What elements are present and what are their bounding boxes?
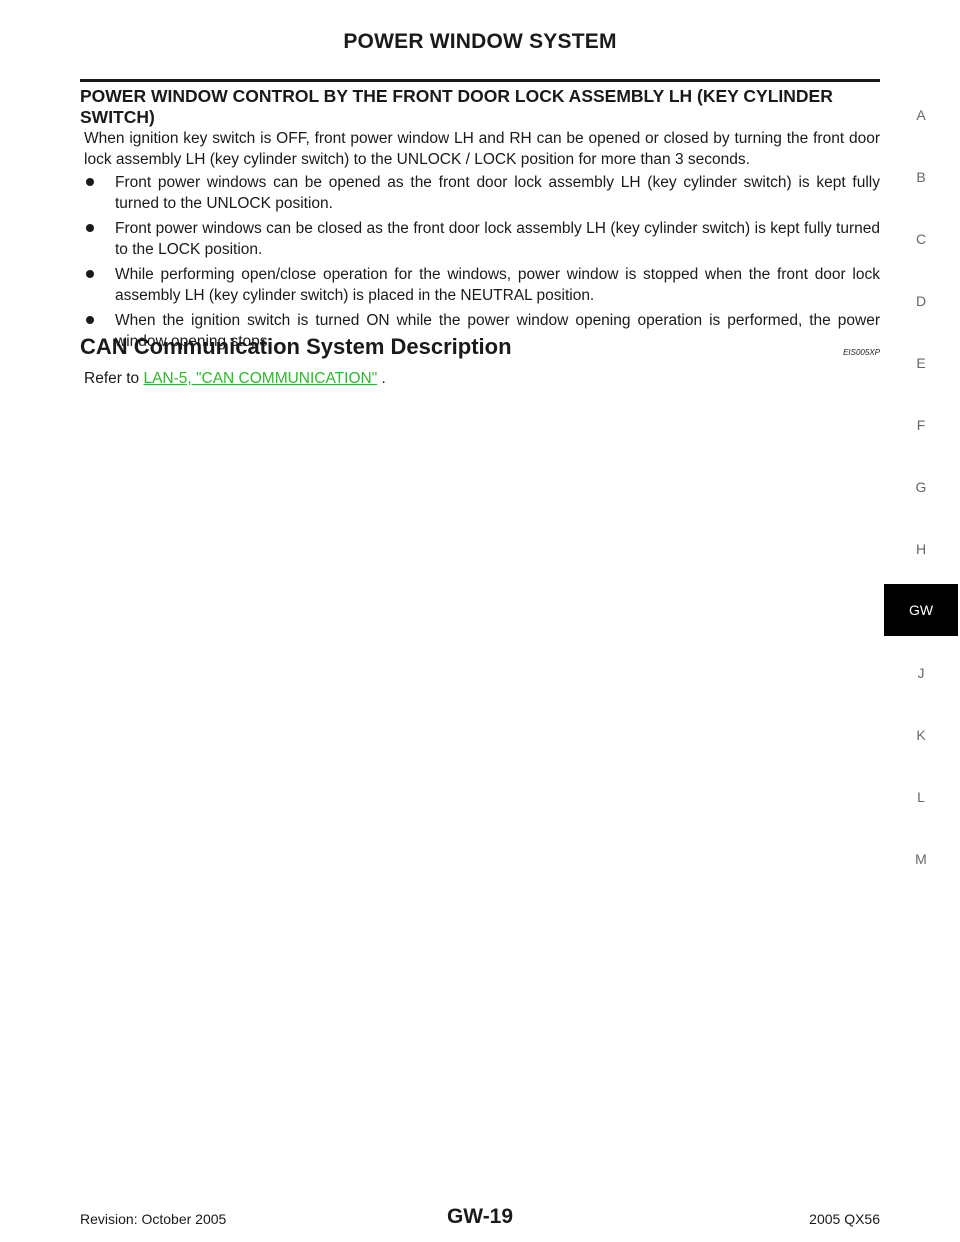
index-tab-m[interactable]: M [915,851,927,867]
refer-prefix: Refer to [84,370,140,387]
list-item: Front power windows can be closed as the… [84,218,880,260]
bullet-icon [86,224,94,232]
bullet-text: Front power windows can be closed as the… [115,220,880,258]
bullet-icon [86,316,94,324]
bullet-text: While performing open/close operation fo… [115,266,880,304]
refer-line: Refer to LAN-5, "CAN COMMUNICATION" . [84,368,386,389]
footer-model: 2005 QX56 [809,1211,880,1227]
bullet-icon [86,178,94,186]
section-title: POWER WINDOW CONTROL BY THE FRONT DOOR L… [80,86,833,127]
list-item: When the ignition switch is turned ON wh… [84,310,880,352]
document-code: EIS005XP [843,348,880,357]
footer-revision: Revision: October 2005 [80,1211,227,1227]
side-index: A B C D E F G H GW J K L M [884,0,960,1242]
bullet-list: Front power windows can be opened as the… [84,172,880,356]
index-tab-c[interactable]: C [915,231,927,247]
index-tab-a[interactable]: A [916,107,926,123]
can-heading: CAN Communication System Description [80,334,512,359]
bullet-icon [86,270,94,278]
list-item: While performing open/close operation fo… [84,264,880,306]
index-tab-k[interactable]: K [916,727,926,743]
index-tab-j[interactable]: J [917,665,925,681]
index-tab-h[interactable]: H [915,541,927,557]
refer-suffix: . [381,370,386,387]
index-tab-b[interactable]: B [916,169,926,185]
index-tab-gw-active[interactable]: GW [884,584,958,636]
footer-page-number: GW-19 [446,1205,514,1228]
can-communication-link[interactable]: LAN-5, "CAN COMMUNICATION" [143,370,378,387]
list-item: Front power windows can be opened as the… [84,172,880,214]
index-tab-l[interactable]: L [917,789,925,805]
index-tab-d[interactable]: D [915,293,927,309]
title-rule [80,79,880,82]
index-tab-g[interactable]: G [915,479,927,495]
section-intro: When ignition key switch is OFF, front p… [84,130,880,168]
index-tab-f[interactable]: F [916,417,926,433]
index-tab-e[interactable]: E [916,355,926,371]
bullet-text: When the ignition switch is turned ON wh… [115,312,880,350]
page-title: POWER WINDOW SYSTEM [343,30,617,53]
bullet-text: Front power windows can be opened as the… [115,174,880,212]
